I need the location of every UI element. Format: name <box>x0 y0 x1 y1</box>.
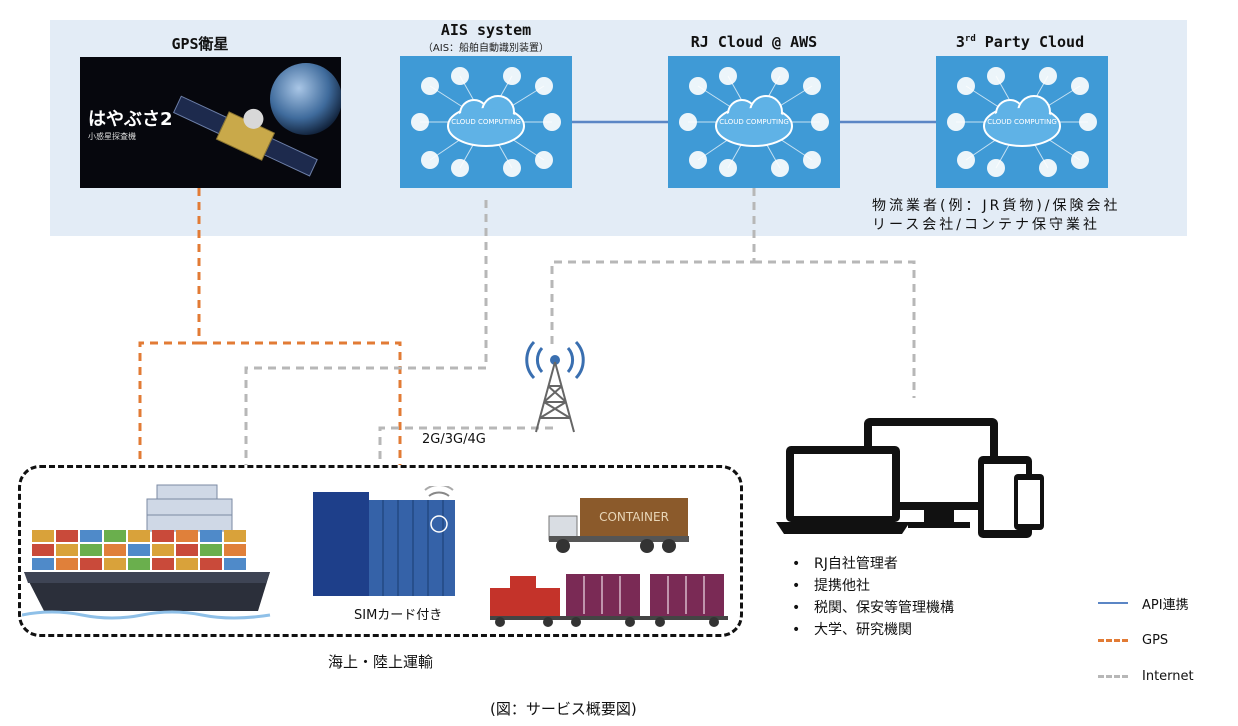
third-party-cloud-tile: CLOUD COMPUTING <box>936 56 1108 188</box>
legend-swatch-gps <box>1098 638 1128 642</box>
user-list: RJ自社管理者 提携他社 税関、保安等管理機構 大学、研究機関 <box>790 553 954 641</box>
cell-tower-icon <box>525 340 585 433</box>
ais-subtitle: （AIS：船舶自動識別装置） <box>422 43 550 54</box>
devices-icon <box>776 418 1044 538</box>
cloud-label: CLOUD COMPUTING <box>451 118 521 126</box>
user-list-item: 税関、保安等管理機構 <box>790 597 954 619</box>
internet-link-tower <box>378 426 553 465</box>
transport-group <box>18 465 743 637</box>
figure-caption: (図：サービス概要図) <box>490 700 637 718</box>
internet-link-rj <box>550 188 916 398</box>
cloud-label: CLOUD COMPUTING <box>987 118 1057 126</box>
title-pre: 3 <box>955 33 965 51</box>
ais-title: AIS system <box>440 21 532 39</box>
legend-internet: Internet <box>1098 666 1194 686</box>
spacecraft-name: はやぶさ2 <box>88 109 173 130</box>
smart-container-icon <box>313 486 455 596</box>
rj-cloud-tile: CLOUD COMPUTING <box>668 56 840 188</box>
legend-label-gps: GPS <box>1142 632 1169 648</box>
internet-link-ais <box>244 200 488 465</box>
legend-label-internet: Internet <box>1142 668 1194 684</box>
transport-group-label: 海上・陸上運輸 <box>328 653 434 671</box>
network-generations-label: 2G/3G/4G <box>422 432 486 447</box>
legend-api: API連携 <box>1098 593 1189 613</box>
gps-link <box>138 188 402 465</box>
spacecraft-subtitle: 小惑星探査機 <box>88 132 136 141</box>
freight-train-icon <box>490 574 728 627</box>
title-post: Party Cloud <box>975 33 1085 51</box>
legend-label-api: API連携 <box>1142 597 1189 613</box>
cloud-computing-icon: CLOUD COMPUTING <box>947 67 1097 177</box>
sim-card-label: SIMカード付き <box>354 608 443 623</box>
title-sup: rd <box>964 34 976 44</box>
cloud-label: CLOUD COMPUTING <box>719 118 789 126</box>
legend-swatch-api <box>1098 602 1128 604</box>
cargo-ship-icon <box>22 484 271 620</box>
legend-gps: GPS <box>1098 630 1168 650</box>
gps-title: GPS衛星 <box>171 35 229 53</box>
user-list-item: 提携他社 <box>790 575 954 597</box>
third-party-caption-2: リース会社/コンテナ保守業社 <box>872 217 1101 233</box>
user-list-item: RJ自社管理者 <box>790 553 954 575</box>
cloud-computing-icon: CLOUD COMPUTING <box>411 67 561 177</box>
satellite-icon <box>172 63 341 177</box>
third-party-caption-1: 物流業者(例：JR貨物)/保険会社 <box>872 198 1121 214</box>
user-list-item: 大学、研究機関 <box>790 619 954 641</box>
ais-cloud-tile: CLOUD COMPUTING <box>400 56 572 188</box>
third-party-title: 3rd Party Cloud <box>920 33 1120 51</box>
truck-container-text: CONTAINER <box>599 510 669 524</box>
legend-swatch-internet <box>1098 674 1128 678</box>
container-truck-icon: CONTAINER <box>548 498 689 553</box>
satellite-image: はやぶさ2 小惑星探査機 <box>80 57 341 188</box>
cloud-computing-icon: CLOUD COMPUTING <box>679 67 829 177</box>
rj-cloud-title: RJ Cloud @ AWS <box>690 33 818 51</box>
